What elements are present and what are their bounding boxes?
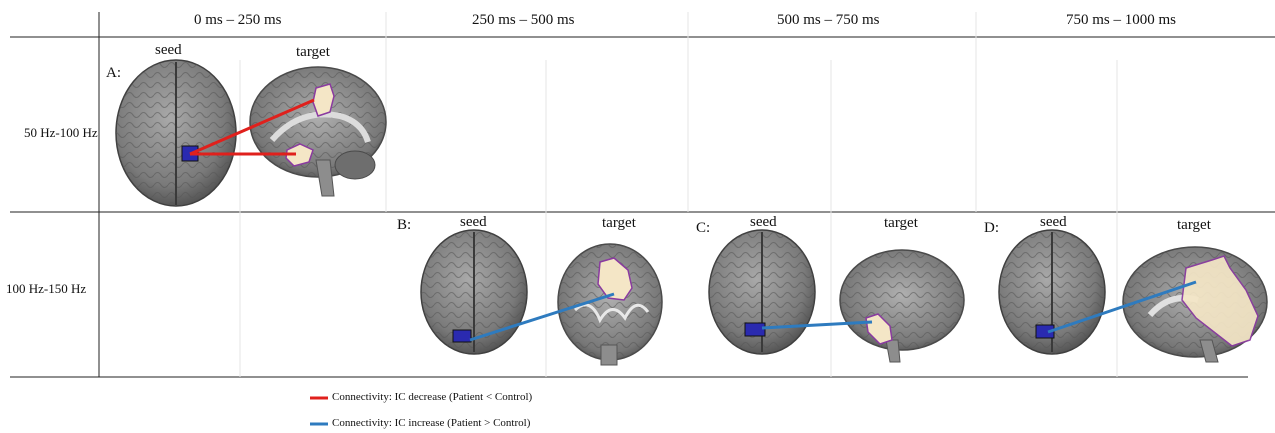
panel-a-connection-lines xyxy=(189,98,315,156)
column-header-250-500: 250 ms – 500 ms xyxy=(472,12,575,28)
panel-b-label: B: xyxy=(397,217,412,233)
panel-b-connection-line xyxy=(469,292,615,342)
panel-c-target-roi xyxy=(865,313,893,345)
panel-c-target-label: target xyxy=(884,215,918,231)
panel-c-target-brain xyxy=(839,249,965,363)
legend-increase-label: Connectivity: IC increase (Patient > Con… xyxy=(332,417,531,429)
panel-a-seed-label: seed xyxy=(155,42,182,58)
panel-d-seed-label: seed xyxy=(1040,214,1067,230)
panel-b-target-label: target xyxy=(602,215,636,231)
panel-d-target-label: target xyxy=(1177,217,1211,233)
panel-c-label: C: xyxy=(696,220,711,236)
panel-a-seed-brain xyxy=(115,59,237,207)
legend-increase: Connectivity: IC increase (Patient > Con… xyxy=(332,417,530,429)
panel-c-seed-label: seed xyxy=(750,214,777,230)
panel-b-seed-brain xyxy=(420,229,528,355)
grid-lines xyxy=(10,12,1275,378)
legend-decrease-label: Connectivity: IC decrease (Patient < Con… xyxy=(332,391,533,403)
panel-b-seed-label: seed xyxy=(460,214,487,230)
panel-a-target-roi-2 xyxy=(285,143,314,167)
panel-b-seed-roi xyxy=(452,329,472,343)
panel-b-target-brain xyxy=(557,243,663,366)
row-label-100-150hz: 100 Hz-150 Hz xyxy=(6,281,87,296)
panel-d-target-roi xyxy=(1181,255,1259,347)
panel-c-seed-roi xyxy=(744,322,766,337)
column-header-750-1000: 750 ms – 1000 ms xyxy=(1066,12,1177,28)
panel-a-target-brain xyxy=(249,66,387,197)
panel-d-label: D: xyxy=(984,220,999,236)
panel-b-target-roi xyxy=(597,257,633,301)
column-header-500-750: 500 ms – 750 ms xyxy=(777,12,880,28)
panel-a-label: A: xyxy=(106,65,121,81)
panel-d-connection-line xyxy=(1047,280,1197,334)
panel-c-connection-line xyxy=(761,320,873,330)
panel-c-seed-brain xyxy=(708,229,816,355)
legend-decrease: Connectivity: IC decrease (Patient < Con… xyxy=(332,391,532,403)
column-header-0-250: 0 ms – 250 ms xyxy=(194,12,282,28)
row-label-50-100hz: 50 Hz-100 Hz xyxy=(24,125,98,140)
panel-a-target-roi-1 xyxy=(312,83,335,117)
column-dividers xyxy=(239,12,1118,377)
panel-a-target-label: target xyxy=(296,44,330,60)
